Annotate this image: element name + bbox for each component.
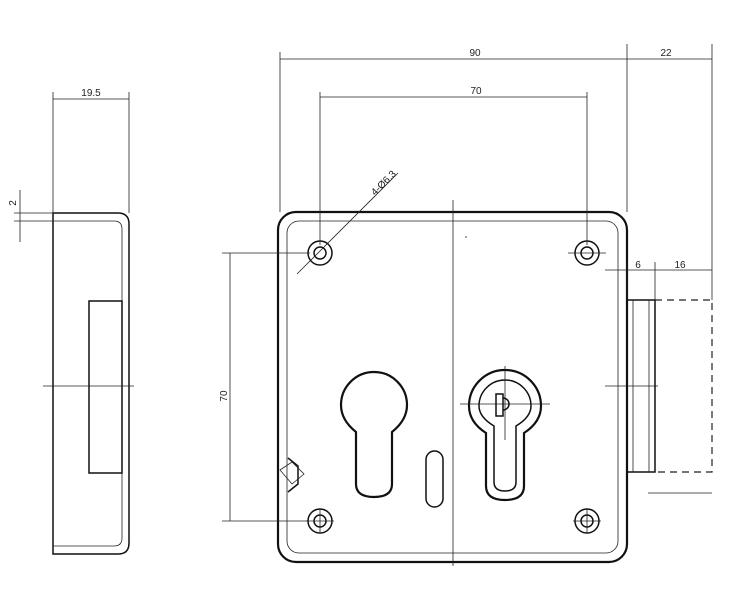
side-width-label: 19.5 (81, 88, 101, 99)
cylinder-pin (495, 393, 504, 417)
overall-width-label: 90 (469, 48, 481, 59)
front-plate-inner-outline (286, 220, 619, 554)
keyhole-left (339, 370, 409, 499)
keyhole-right-outer (467, 368, 543, 502)
latch-notch (287, 457, 299, 493)
front-plate-outer-outline (276, 210, 629, 564)
latch-notch-detail (279, 461, 305, 485)
keyhole-right-inner (478, 379, 532, 492)
side-view: 19.5 2 (8, 88, 134, 555)
front-dimensions: 90 22 70 70 4-Ø6.3 6 16 (219, 44, 713, 522)
screw-hole-top-left-inner (313, 246, 327, 260)
front-view (276, 200, 658, 566)
hole-callout-leader (296, 172, 399, 275)
screw-hole-bottom-right (573, 508, 601, 534)
slot-opening (425, 450, 444, 508)
screw-hole-bottom-left (306, 508, 334, 534)
cylinder-cam (502, 397, 510, 411)
bolt-extended-position (655, 299, 713, 473)
hole-callout-label: 4-Ø6.3 (369, 168, 399, 198)
hole-spacing-h-label: 70 (470, 86, 482, 97)
hole-spacing-v-label: 70 (219, 390, 230, 402)
bolt-offset-label: 6 (635, 260, 641, 271)
bolt-body (626, 299, 656, 473)
side-offset-label: 2 (8, 200, 19, 206)
bolt-projection-label: 22 (660, 48, 672, 59)
side-view-outer-outline (52, 212, 130, 555)
bolt-length-label: 16 (674, 260, 686, 271)
side-view-bolt-slot (88, 300, 123, 474)
bolt (626, 299, 713, 494)
side-view-inner-outline (53, 220, 123, 547)
